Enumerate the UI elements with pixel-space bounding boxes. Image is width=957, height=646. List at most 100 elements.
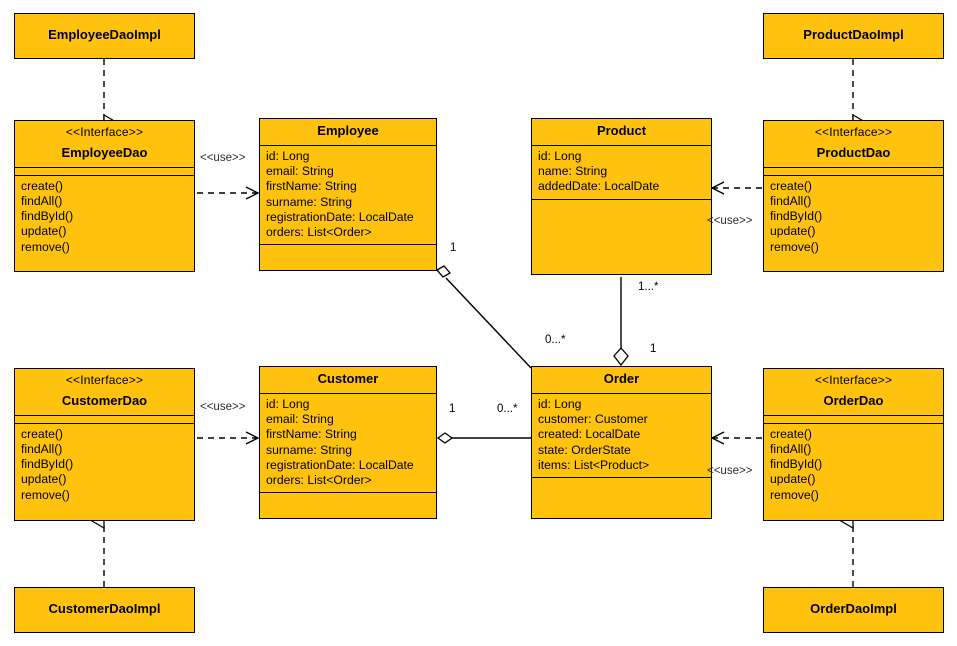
attributes-compartment-order-dao <box>764 416 943 423</box>
class-name-employee: Employee <box>317 123 379 138</box>
divider <box>764 166 943 168</box>
attribute-row: id: Long <box>266 396 310 411</box>
operation-row: create() <box>770 178 812 193</box>
use-label-customerdao-customer: <<use>> <box>200 401 246 413</box>
stereotype-interface-employee-dao: <<Interface>> <box>65 125 144 139</box>
attribute-row: id: Long <box>538 396 582 411</box>
operation-row: remove() <box>21 239 70 254</box>
edge-aggregation-customer-order <box>436 432 531 444</box>
attribute-row: items: List<Product> <box>538 457 650 472</box>
interface-name-customer-dao: CustomerDao <box>61 392 148 408</box>
compartment-filler <box>15 259 194 271</box>
class-product-dao-impl[interactable]: ProductDaoImpl <box>763 13 944 59</box>
attribute-row: firstName: String <box>266 179 357 194</box>
class-name-employee-dao-impl: EmployeeDaoImpl <box>48 27 161 43</box>
class-customer-dao-impl[interactable]: CustomerDaoImpl <box>14 587 195 633</box>
operation-row: remove() <box>770 239 819 254</box>
stereotype-interface-customer-dao: <<Interface>> <box>65 373 144 387</box>
class-name-product: Product <box>596 123 647 138</box>
operation-row: findAll() <box>21 441 63 456</box>
attributes-compartment-employee: id: Long email: String firstName: String… <box>260 146 436 244</box>
class-order[interactable]: Order id: Long customer: Customer create… <box>531 366 712 519</box>
operation-row: create() <box>770 426 812 441</box>
attribute-row: email: String <box>266 412 334 427</box>
compartment-filler <box>15 507 194 520</box>
use-label-productdao-product: <<use>> <box>707 215 753 227</box>
attribute-row: orders: List<Order> <box>266 224 372 239</box>
interface-header-customer-dao: <<Interface>> CustomerDao <box>15 369 194 415</box>
class-product[interactable]: Product id: Long name: String addedDate:… <box>531 118 712 275</box>
compartment-filler <box>764 507 943 520</box>
operations-compartment-order-dao: create() findAll() findById() update() r… <box>764 424 943 507</box>
operation-row: create() <box>21 178 63 193</box>
attributes-compartment-order: id: Long customer: Customer created: Loc… <box>532 394 711 477</box>
divider <box>532 392 711 394</box>
use-label-employeedao-employee: <<use>> <box>200 152 246 164</box>
class-employee[interactable]: Employee id: Long email: String firstNam… <box>259 118 437 271</box>
interface-name-product-dao: ProductDao <box>816 144 891 160</box>
divider <box>764 414 943 416</box>
class-name-product-dao-impl: ProductDaoImpl <box>803 27 904 43</box>
divider <box>15 422 194 424</box>
operation-row: findById() <box>21 209 74 224</box>
attribute-row: name: String <box>538 164 608 179</box>
operations-compartment-order <box>532 478 711 518</box>
operations-compartment-customer-dao: create() findAll() findById() update() r… <box>15 424 194 507</box>
operation-row: remove() <box>770 487 819 502</box>
interface-order-dao[interactable]: <<Interface>> OrderDao create() findAll(… <box>763 368 944 521</box>
attribute-row: created: LocalDate <box>538 427 641 442</box>
multiplicity-employee-order-source: 1 <box>450 242 457 254</box>
divider <box>260 392 436 394</box>
interface-header-product-dao: <<Interface>> ProductDao <box>764 121 943 167</box>
interface-customer-dao[interactable]: <<Interface>> CustomerDao create() findA… <box>14 368 195 521</box>
multiplicity-customer-order-target: 0...* <box>497 403 518 415</box>
interface-header-order-dao: <<Interface>> OrderDao <box>764 369 943 415</box>
class-name-order-dao-impl: OrderDaoImpl <box>810 601 897 617</box>
operation-row: update() <box>21 224 67 239</box>
use-label-orderdao-order: <<use>> <box>707 465 753 477</box>
stereotype-interface-product-dao: <<Interface>> <box>814 125 893 139</box>
divider <box>764 174 943 176</box>
interface-product-dao[interactable]: <<Interface>> ProductDao create() findAl… <box>763 120 944 272</box>
attribute-row: id: Long <box>266 148 310 163</box>
divider <box>15 166 194 168</box>
compartment-filler <box>764 259 943 271</box>
attributes-compartment-product: id: Long name: String addedDate: LocalDa… <box>532 146 711 199</box>
operation-row: update() <box>770 224 816 239</box>
attribute-row: id: Long <box>538 148 582 163</box>
operation-row: findById() <box>21 457 74 472</box>
class-name-customer-dao-impl: CustomerDaoImpl <box>48 601 161 617</box>
divider <box>532 476 711 478</box>
operation-row: findById() <box>770 209 823 224</box>
multiplicity-customer-order-source: 1 <box>449 403 456 415</box>
attribute-row: surname: String <box>266 442 353 457</box>
attributes-compartment-customer-dao <box>15 416 194 423</box>
operation-row: findById() <box>770 457 823 472</box>
interface-name-order-dao: OrderDao <box>823 392 884 408</box>
attribute-row: orders: List<Order> <box>266 472 372 487</box>
divider <box>532 198 711 200</box>
operation-row: remove() <box>21 487 70 502</box>
class-order-dao-impl[interactable]: OrderDaoImpl <box>763 587 944 633</box>
interface-employee-dao[interactable]: <<Interface>> EmployeeDao create() findA… <box>14 120 195 272</box>
edge-aggregation-product-order <box>613 277 629 367</box>
attributes-compartment-employee-dao <box>15 168 194 175</box>
class-customer[interactable]: Customer id: Long email: String firstNam… <box>259 366 437 519</box>
multiplicity-product-order-target: 1 <box>650 343 657 355</box>
divider <box>532 144 711 146</box>
operations-compartment-customer <box>260 493 436 518</box>
operation-row: update() <box>21 472 67 487</box>
attributes-compartment-customer: id: Long email: String firstName: String… <box>260 394 436 492</box>
attribute-row: customer: Customer <box>538 412 648 427</box>
attribute-row: email: String <box>266 164 334 179</box>
class-name-order: Order <box>603 371 640 386</box>
attribute-row: registrationDate: LocalDate <box>266 457 414 472</box>
operations-compartment-product-dao: create() findAll() findById() update() r… <box>764 176 943 259</box>
attribute-row: registrationDate: LocalDate <box>266 209 414 224</box>
operation-row: update() <box>770 472 816 487</box>
attribute-row: state: OrderState <box>538 442 631 457</box>
divider <box>15 174 194 176</box>
operations-compartment-employee-dao: create() findAll() findById() update() r… <box>15 176 194 259</box>
class-employee-dao-impl[interactable]: EmployeeDaoImpl <box>14 13 195 59</box>
